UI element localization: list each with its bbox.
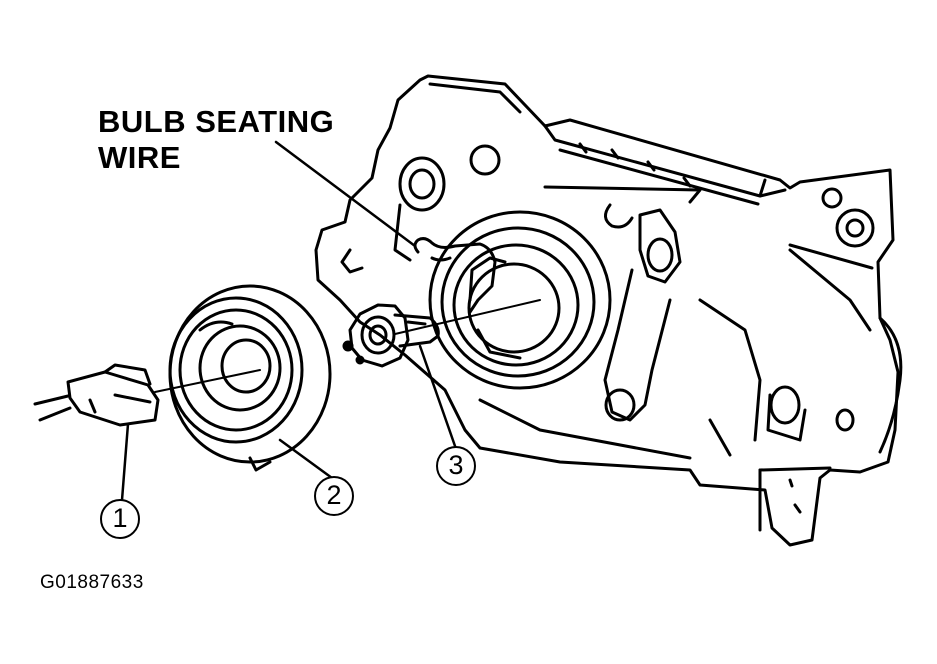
bulb-seating-wire-label: BULB SEATING WIRE bbox=[98, 104, 334, 175]
part-number-3-callout: 3 bbox=[436, 446, 476, 486]
bulb-seating-wire-label-line1: BULB SEATING bbox=[98, 104, 335, 139]
headlamp-housing bbox=[314, 74, 903, 547]
assembly-axis-line bbox=[154, 299, 541, 393]
leader-line-part-1 bbox=[120, 422, 130, 502]
leader-line-part-2 bbox=[278, 438, 334, 480]
figure-id: G01887633 bbox=[40, 572, 144, 593]
leader-lines bbox=[120, 140, 457, 502]
housing-bulb-socket bbox=[428, 210, 612, 390]
leader-line-part-3 bbox=[418, 344, 457, 448]
electrical-connector bbox=[33, 363, 160, 427]
halogen-bulb bbox=[342, 303, 440, 368]
leader-line-bulb-seating-wire bbox=[274, 140, 417, 248]
dust-cover bbox=[168, 284, 332, 472]
part-number-1-callout: 1 bbox=[100, 499, 140, 539]
part-number-2-callout: 2 bbox=[314, 476, 354, 516]
bulb-seating-wire-label-line2: WIRE bbox=[98, 139, 181, 175]
bulb-seating-wire bbox=[413, 237, 497, 314]
